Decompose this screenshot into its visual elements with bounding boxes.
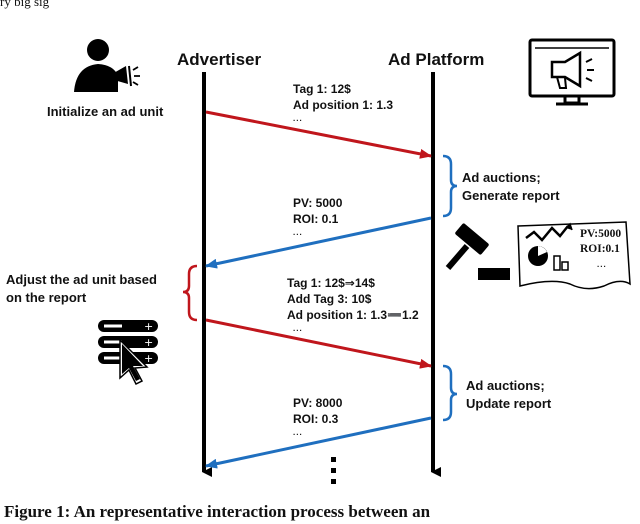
top-text-fragment: ry big sig (0, 0, 50, 9)
message-3-line-1: Tag 1: 12$⇒14$ (287, 276, 375, 290)
lane-header-platform: Ad Platform (388, 50, 485, 69)
advertiser-person-icon (74, 39, 140, 92)
message-3-line-3: Ad position 1: 1.3➖1.2 (287, 308, 419, 322)
advertiser-action-initialize: Initialize an ad unit (47, 104, 164, 119)
platform-action-1-line-1: Ad auctions; (462, 170, 541, 185)
message-1-line-2: Ad position 1: 1.3 (293, 98, 394, 112)
message-1-ellipsis: ... (293, 114, 303, 123)
response-arrow-2 (205, 416, 432, 469)
report-ellipsis: ... (597, 260, 607, 269)
request-arrow-2 (205, 318, 432, 369)
report-pv: PV:5000 (580, 228, 622, 240)
message-2-ellipsis: ... (293, 228, 303, 237)
advertiser-bracket (182, 264, 198, 322)
platform-monitor-icon (528, 38, 616, 106)
message-4-ellipsis: ... (293, 428, 303, 437)
svg-text:+: + (144, 320, 153, 333)
advertiser-action-adjust-line-1: Adjust the ad unit based (6, 272, 157, 287)
figure-caption: Figure 1: An representative interaction … (4, 502, 431, 521)
gavel-icon (445, 223, 510, 280)
platform-bracket-1 (442, 154, 458, 218)
platform-action-1-line-2: Generate report (462, 188, 560, 203)
adjust-settings-icon: + + + (98, 320, 158, 386)
report-roi: ROI:0.1 (580, 243, 620, 255)
advertiser-action-adjust-line-2: on the report (6, 290, 87, 305)
platform-action-2-line-2: Update report (466, 396, 552, 411)
svg-text:+: + (144, 352, 153, 365)
message-3-line-2: Add Tag 3: 10$ (287, 292, 372, 306)
platform-bracket-2 (442, 364, 458, 422)
message-2-line-2: ROI: 0.1 (293, 212, 339, 226)
continuation-dots (331, 457, 336, 484)
message-3-ellipsis: ... (293, 324, 303, 333)
svg-text:+: + (144, 336, 153, 349)
message-1-line-1: Tag 1: 12$ (293, 82, 351, 96)
report-document (517, 221, 631, 290)
platform-action-2-line-1: Ad auctions; (466, 378, 545, 393)
message-2-line-1: PV: 5000 (293, 196, 343, 210)
request-arrow-1 (205, 110, 432, 159)
lane-header-advertiser: Advertiser (177, 50, 262, 69)
response-arrow-1 (205, 216, 432, 269)
message-4-line-2: ROI: 0.3 (293, 412, 339, 426)
message-4-line-1: PV: 8000 (293, 396, 343, 410)
